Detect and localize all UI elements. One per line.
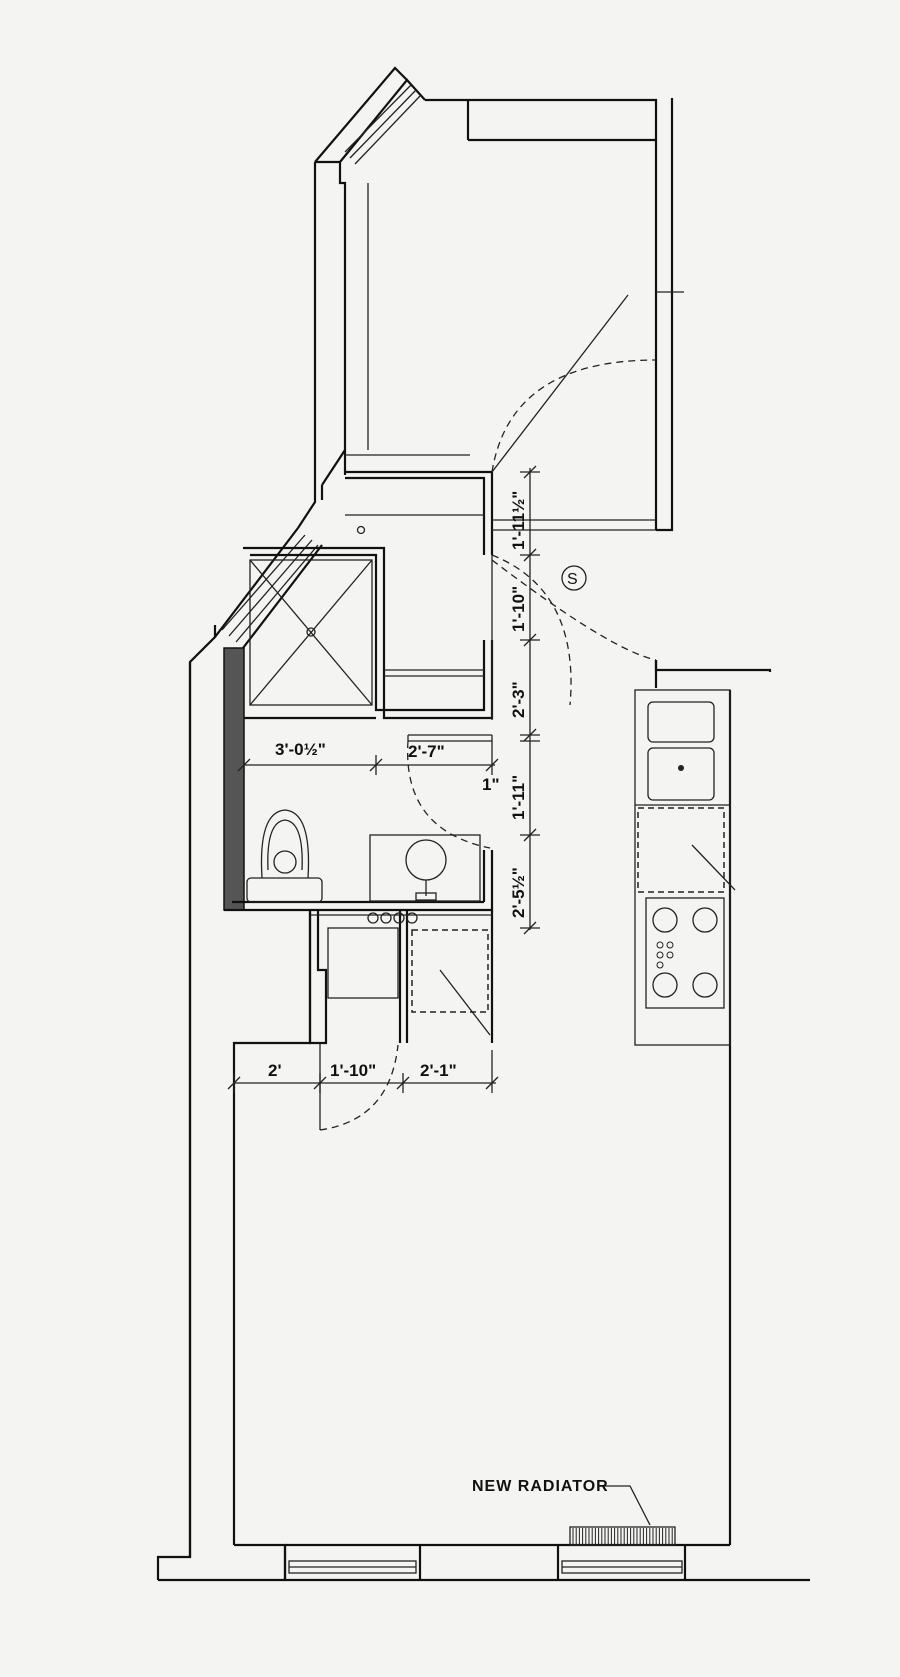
radiator bbox=[569, 1526, 676, 1546]
dim-1-11: 1'-11" bbox=[509, 775, 528, 820]
dimension-lines bbox=[227, 465, 651, 1526]
dim-2-3: 2'-3" bbox=[509, 681, 528, 718]
dim-3-0-half: 3'-0½" bbox=[275, 740, 326, 759]
svg-text:S: S bbox=[567, 571, 578, 588]
dim-1-inch: 1" bbox=[482, 775, 500, 794]
new-radiator-label: NEW RADIATOR bbox=[472, 1478, 609, 1495]
dim-2-ft: 2' bbox=[268, 1061, 282, 1080]
shower bbox=[249, 525, 373, 706]
dim-1-11-half-top: 1'-11½" bbox=[509, 491, 528, 550]
dim-2-1: 2'-1" bbox=[420, 1061, 457, 1080]
smoke-detector-icon: S bbox=[561, 565, 587, 591]
dim-1-10-bottom: 1'-10" bbox=[330, 1061, 376, 1080]
bathroom-sink bbox=[369, 834, 481, 902]
kitchen-counter bbox=[634, 689, 736, 1046]
laundry-appliances bbox=[327, 912, 491, 1036]
toilet bbox=[246, 809, 323, 903]
dim-2-5-half: 2'-5½" bbox=[509, 867, 528, 918]
dim-1-10-right: 1'-10" bbox=[509, 586, 528, 632]
exterior-walls bbox=[156, 66, 810, 1582]
interior-walls bbox=[223, 183, 684, 1045]
dim-2-7: 2'-7" bbox=[408, 742, 445, 761]
